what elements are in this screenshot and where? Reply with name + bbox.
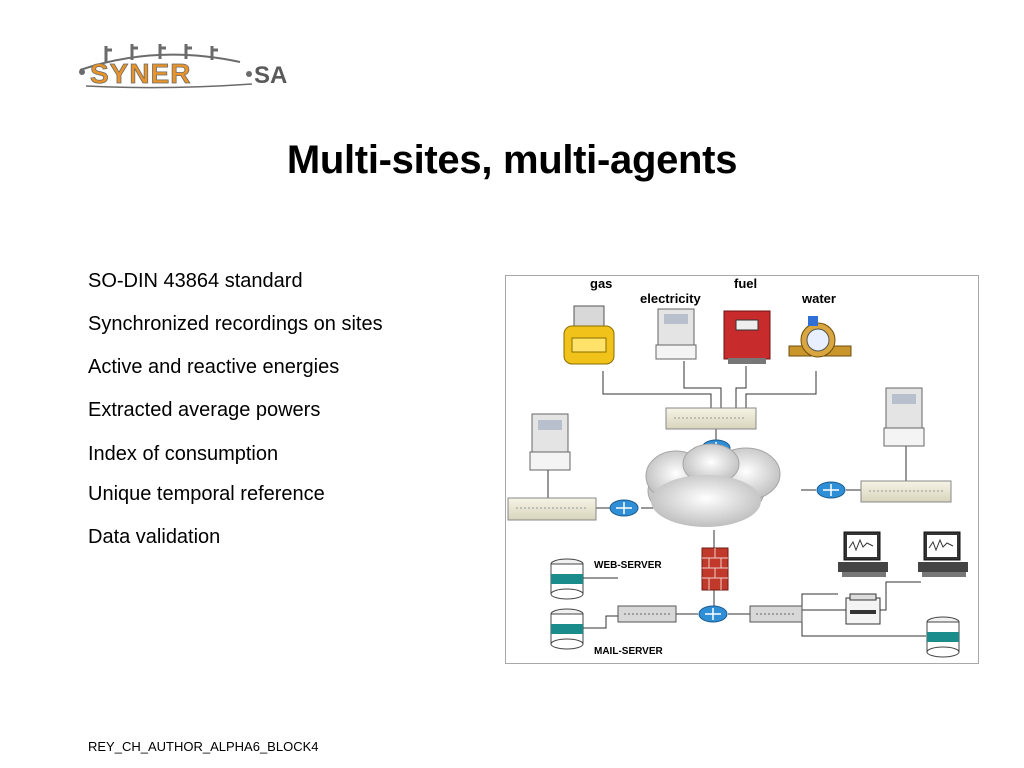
database-icon bbox=[926, 616, 960, 658]
workstation-icon bbox=[838, 531, 888, 577]
printer-icon bbox=[845, 593, 881, 625]
router-bottom-icon bbox=[698, 605, 728, 623]
concentrator-right-icon bbox=[860, 480, 952, 503]
mail-server-label: MAIL-SERVER bbox=[594, 646, 663, 657]
bullet-item: Active and reactive energies bbox=[88, 356, 340, 378]
water-meter-icon bbox=[788, 316, 852, 358]
logo-suffix: SA bbox=[254, 62, 287, 89]
bullet-item: Unique temporal reference bbox=[88, 483, 325, 505]
electricity-label: electricity bbox=[640, 291, 701, 306]
concentrator-left-icon bbox=[507, 497, 597, 521]
switch-left-icon bbox=[617, 605, 677, 623]
cloud-icon bbox=[645, 443, 781, 527]
switch-right-icon bbox=[749, 605, 803, 623]
footer-text: REY_CH_AUTHOR_ALPHA6_BLOCK4 bbox=[88, 739, 319, 754]
synersa-logo: SYNER SA bbox=[79, 44, 287, 89]
firewall-icon bbox=[701, 547, 729, 591]
bullet-item: Extracted average powers bbox=[88, 399, 321, 421]
concentrator-top-icon bbox=[665, 407, 757, 430]
water-label: water bbox=[801, 291, 836, 306]
logo-text: SYNER bbox=[90, 58, 191, 89]
page-title: Multi-sites, multi-agents bbox=[286, 138, 738, 182]
fuel-meter-icon bbox=[723, 310, 771, 364]
electricity-meter-icon bbox=[655, 308, 697, 360]
workstation-icon bbox=[918, 531, 968, 577]
bullet-item: Synchronized recordings on sites bbox=[88, 313, 383, 335]
mail-server-icon bbox=[550, 608, 584, 650]
router-right-icon bbox=[816, 481, 846, 499]
electricity-meter-left-icon bbox=[529, 413, 571, 471]
bullet-item: Index of consumption bbox=[88, 443, 279, 465]
gas-label: gas bbox=[590, 276, 612, 291]
fuel-label: fuel bbox=[734, 276, 757, 291]
bullet-item: Data validation bbox=[88, 526, 221, 548]
router-left-icon bbox=[609, 499, 639, 517]
electricity-meter-right-icon bbox=[883, 387, 925, 447]
network-diagram: gas electricity fuel water bbox=[505, 275, 979, 664]
web-server-label: WEB-SERVER bbox=[594, 560, 662, 571]
gas-meter-icon bbox=[563, 305, 615, 365]
web-server-icon bbox=[550, 558, 584, 600]
bullet-item: SO-DIN 43864 standard bbox=[88, 270, 303, 292]
